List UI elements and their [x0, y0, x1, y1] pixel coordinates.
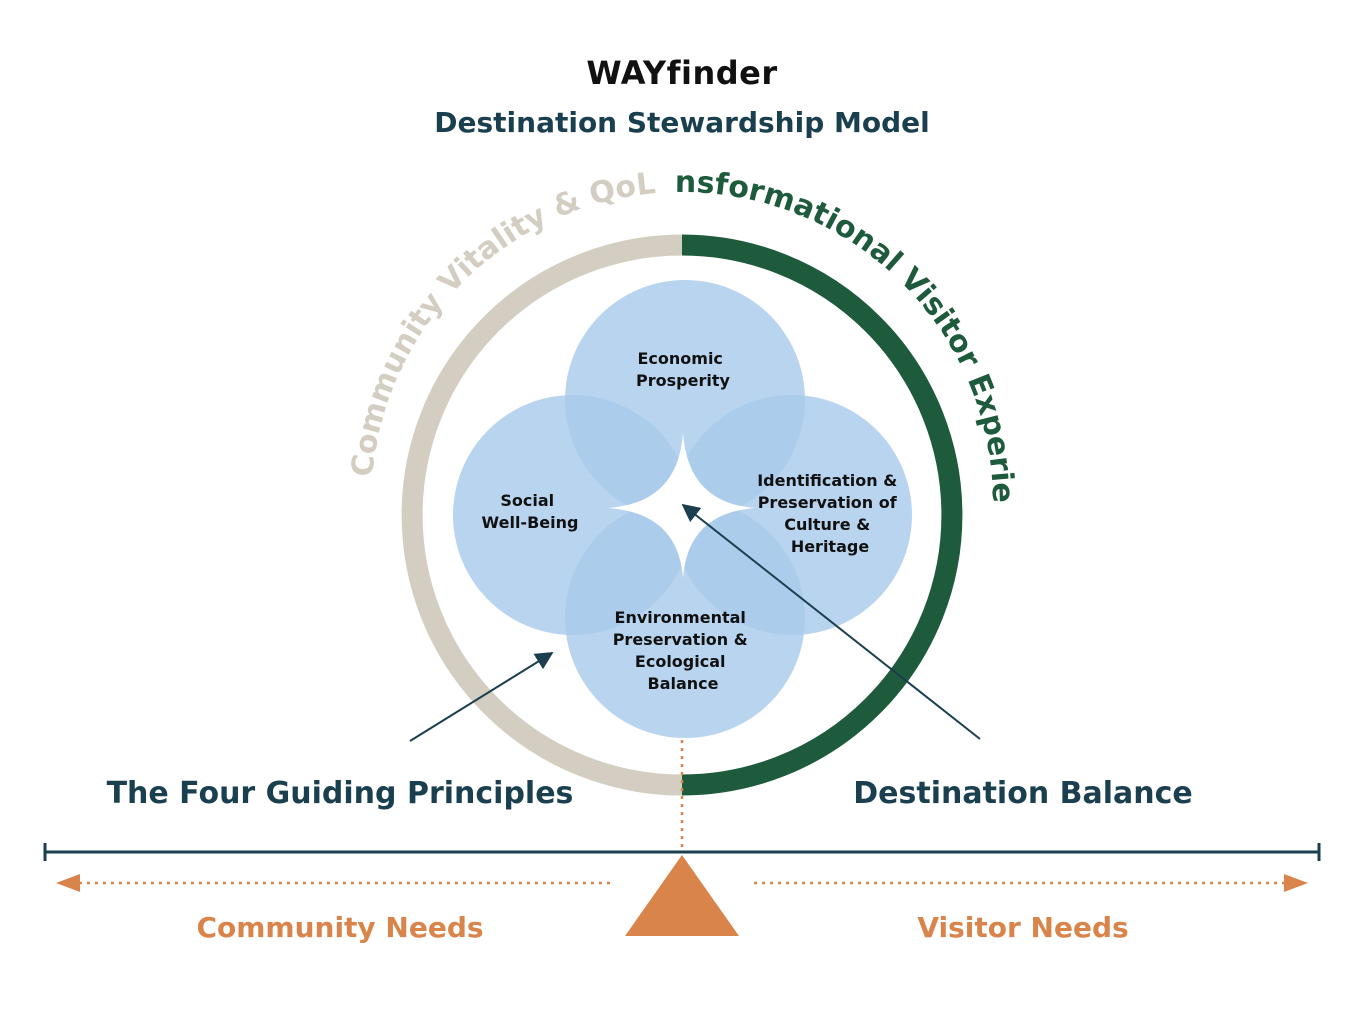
community-arrow-icon [56, 874, 80, 892]
callout-arrow-right [681, 503, 981, 740]
fulcrum-triangle [625, 855, 739, 936]
principle-right-label: Identification & Preservation of Culture… [757, 471, 903, 556]
principle-top-label: Economic Prosperity [636, 349, 730, 390]
callout-arrow-left [409, 652, 554, 742]
page-title: Destination Stewardship Model [434, 106, 929, 139]
callout-destination-balance: Destination Balance [853, 776, 1193, 811]
callout-four-guiding-principles: The Four Guiding Principles [107, 776, 574, 811]
principle-bottom-label: Environmental Preservation & Ecological … [613, 608, 754, 693]
visitor-arrow-icon [1284, 874, 1308, 892]
ring-right-arc [681, 234, 963, 796]
center-star-icon [608, 433, 755, 578]
ring-left-arc [401, 234, 683, 796]
wayfinder-logo: WAYfinder [586, 54, 777, 92]
community-needs-label: Community Needs [196, 911, 483, 944]
principle-left-label: Social Well-Being [482, 491, 579, 532]
principle-circle-bottom [565, 498, 805, 738]
visitor-needs-label: Visitor Needs [917, 911, 1128, 944]
